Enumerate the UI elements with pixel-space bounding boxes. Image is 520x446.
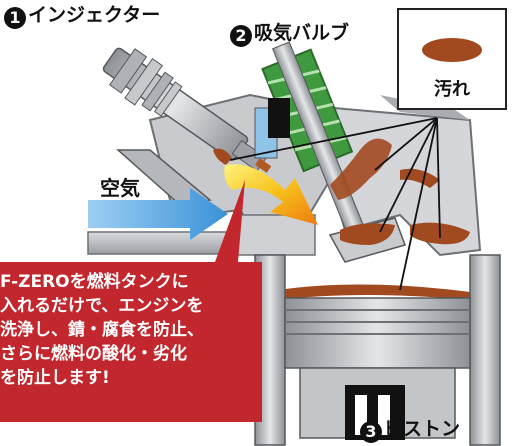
number-3-badge: 3 bbox=[360, 421, 382, 443]
piston bbox=[254, 254, 501, 446]
callout-bubble bbox=[0, 180, 262, 422]
number-1-badge: 1 bbox=[4, 7, 26, 29]
dirt-swatch bbox=[422, 38, 482, 62]
dirt-legend-label: 汚れ bbox=[434, 79, 470, 100]
injector bbox=[102, 47, 272, 206]
callout-line: を防止します! bbox=[0, 368, 110, 388]
callout-line: F-ZEROを燃料タンクに bbox=[0, 272, 189, 292]
callout-line: さらに燃料の酸化・劣化 bbox=[0, 344, 187, 364]
number-2-badge: 2 bbox=[230, 25, 252, 47]
carbon-deposits bbox=[213, 138, 470, 300]
piston-label-text: ピストン bbox=[384, 418, 461, 440]
air-flow-arrow bbox=[88, 188, 228, 240]
leader-lines bbox=[229, 117, 441, 291]
fuel-spray bbox=[224, 164, 318, 225]
injector-label-text: インジェクター bbox=[28, 4, 161, 26]
dirt-legend: 汚れ bbox=[397, 8, 507, 110]
intake-valve-label-text: 吸気バルブ bbox=[254, 22, 350, 44]
callout-line: 入れるだけで、エンジンを bbox=[0, 296, 204, 316]
callout-text: F-ZEROを燃料タンクに 入れるだけで、エンジンを 洗浄し、錆・腐食を防止、 … bbox=[0, 270, 270, 390]
air-label: 空気 bbox=[100, 176, 140, 200]
callout-line: 洗浄し、錆・腐食を防止、 bbox=[0, 320, 204, 340]
